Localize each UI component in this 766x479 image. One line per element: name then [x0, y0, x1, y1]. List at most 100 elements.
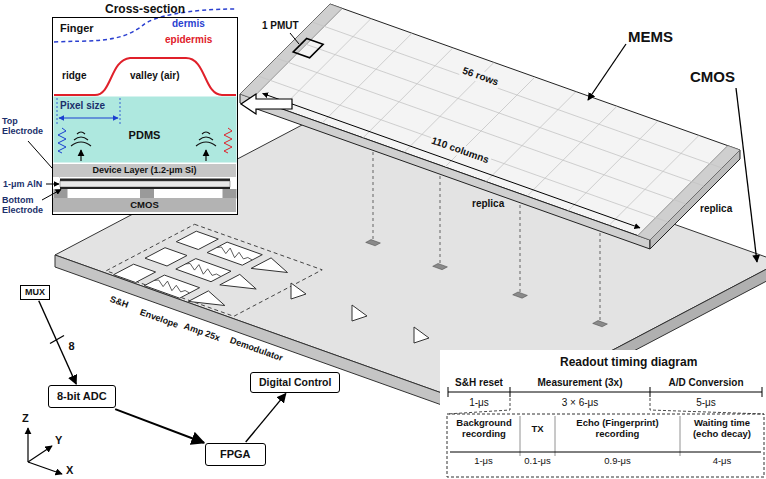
demodulator-channel [176, 259, 231, 282]
digital-control-box: Digital Control [250, 372, 340, 393]
pmut-cell [293, 38, 323, 57]
timing-phase: A/D Conversion [650, 377, 762, 389]
cross-section-panel: Cross-sectionPDMSDevice Layer (1.2-μm Si… [52, 17, 238, 215]
pmut-grid [568, 121, 658, 211]
bond-pad [593, 321, 608, 327]
cross-section-art [57, 98, 58, 124]
signal-connector [39, 301, 76, 384]
axis-label: Z [22, 412, 29, 425]
timing-diagram [762, 387, 763, 397]
timing-title: Readout timing diagram [560, 356, 697, 370]
node-text: Cross-section [53, 2, 237, 16]
node-text: CMOS [130, 200, 159, 210]
cross-section-art [202, 132, 210, 134]
layer-title: MEMS [628, 28, 673, 45]
bond-pad [366, 240, 608, 327]
amplifier-symbol [291, 283, 429, 343]
axis-arrow [27, 428, 28, 462]
bond-pad [366, 240, 381, 246]
cross-section-art [60, 179, 230, 182]
node-text: Digital Control [259, 376, 331, 389]
cmos-plane [55, 255, 495, 424]
timing-duration: 3 × 6-μs [510, 397, 650, 409]
timing-duration: 4-μs [680, 456, 764, 467]
layer-label: Top Electrode [2, 116, 50, 137]
demodulator-channel [207, 242, 262, 265]
amplifier-symbol [414, 327, 429, 343]
pmut-grid [486, 92, 576, 182]
dimension-label: Pixel size [60, 100, 105, 112]
bus-width-label: 8 [66, 340, 76, 352]
cross-section-art [54, 58, 236, 95]
node-text: Device Layer (1.2-μm Si) [92, 166, 196, 175]
timing-diagram [448, 387, 449, 397]
leader-line [588, 44, 626, 100]
signal-connector [115, 409, 204, 443]
cross-section-art [80, 150, 81, 161]
cross-section-art [71, 142, 91, 146]
leader-line [290, 33, 299, 44]
signal-connector [246, 394, 286, 442]
pmut-grid [294, 40, 704, 186]
timing-diagram [440, 350, 766, 479]
dimension-label: 56 rows [459, 64, 502, 89]
adc-box: 8-bit ADC [48, 385, 116, 408]
node-text: PDMS [129, 129, 161, 141]
cross-section-art [77, 132, 85, 134]
amplifier-symbol [291, 283, 306, 299]
cmos-band: CMOS [53, 198, 236, 212]
mems-slab [638, 146, 740, 240]
demodulator-channel [114, 264, 156, 282]
timing-phase: Background recording [449, 418, 519, 440]
block-label: Demodulator [229, 335, 285, 363]
node-text: FPGA [220, 448, 251, 461]
axis-arrow [28, 446, 52, 462]
timing-duration: 5-μs [650, 397, 762, 409]
timing-phase: Echo (Fingerprint) recording [555, 418, 680, 440]
cross-section-art [60, 187, 230, 189]
dimension-arrow [263, 94, 640, 228]
timing-diagram [555, 416, 556, 456]
cross-section-art [205, 150, 206, 161]
demodulator-channel [144, 275, 199, 298]
part-label: replica [470, 198, 506, 210]
cross-section-art [52, 17, 238, 215]
timing-diagram [447, 414, 764, 477]
part-label: replica [700, 203, 732, 215]
timing-diagram [440, 350, 766, 479]
leader-line [736, 88, 757, 262]
interconnect [373, 152, 374, 239]
layer-title: CMOS [690, 68, 735, 85]
timing-phase: TX [520, 424, 555, 435]
interconnect [520, 205, 521, 292]
timing-duration: 0.9-μs [555, 456, 680, 467]
demodulator-channel [220, 274, 256, 289]
demodulator-channel [188, 291, 224, 306]
block-label: Amp 25x [183, 321, 222, 343]
cross-section-art [224, 128, 232, 153]
timing-duration: 0.1-μs [520, 456, 555, 467]
timing-diagram [680, 416, 681, 456]
envelope-waveform [217, 247, 252, 260]
demodulator-channel [251, 258, 287, 273]
pmut-grid [363, 48, 453, 138]
pmut-grid [276, 58, 686, 204]
leader-line [28, 33, 757, 262]
bond-pad [433, 264, 448, 270]
timing-duration: 1-μs [447, 456, 520, 467]
interconnect [600, 233, 601, 320]
demodulator-region [106, 224, 322, 316]
bond-pad [513, 292, 528, 298]
timing-diagram [447, 398, 510, 414]
pmut-grid [322, 33, 412, 123]
block-label: Envelope [139, 307, 180, 330]
timing-diagram [448, 387, 762, 397]
layer-label: Bottom Electrode [2, 195, 50, 216]
pmut-grid [527, 106, 617, 196]
demodulator-channel [176, 231, 218, 249]
tissue-label: epidermis [165, 34, 212, 46]
pmut-grid [312, 22, 722, 168]
fpga-box: FPGA [205, 443, 266, 466]
envelope-waveform [154, 280, 189, 293]
